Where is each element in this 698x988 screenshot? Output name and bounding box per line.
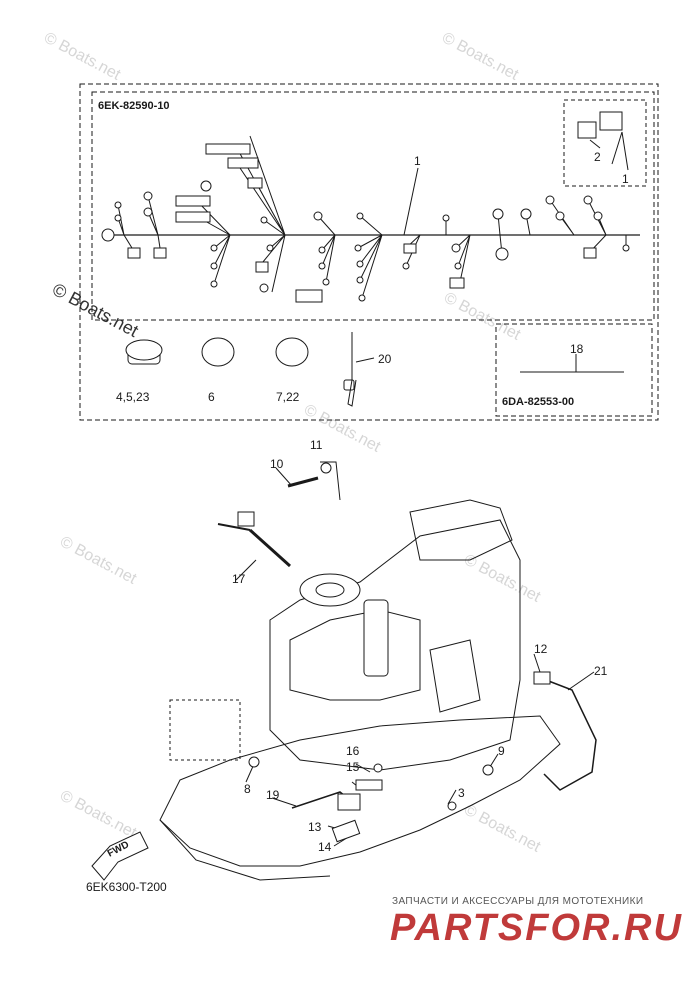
fwd-arrow-icon [91,831,149,881]
callout-17: 17 [232,572,246,586]
callout-16: 16 [346,744,360,758]
callout-6: 6 [208,390,215,404]
diagram-code: 6EK6300-T200 [86,880,167,894]
callout-2: 2 [594,150,601,164]
callout-4-5-23: 4,5,23 [116,390,150,404]
callout-12: 12 [534,642,548,656]
callout-11: 11 [310,438,323,452]
callout-1: 1 [414,154,421,168]
callout-13: 13 [308,820,322,834]
lead-box [495,323,653,417]
ad-tagline: ЗАПЧАСТИ И АКСЕССУАРЫ ДЛЯ МОТОТЕХНИКИ [392,896,644,907]
callout-19: 19 [266,788,280,802]
callout-1b: 1 [622,172,629,186]
callout-7-22: 7,22 [276,390,300,404]
callout-15: 15 [346,760,360,774]
lead-part-number: 6DA-82553-00 [502,396,575,408]
callout-9: 9 [498,744,505,758]
harness-box [91,91,655,321]
callout-21: 21 [594,664,608,678]
callout-20: 20 [378,352,392,366]
harness-part-number: 6EK-82590-10 [98,100,170,112]
outer-dashed-frame [79,83,659,421]
callout-3: 3 [458,786,465,800]
callout-18: 18 [570,342,584,356]
callout-8: 8 [244,782,251,796]
callout-14: 14 [318,840,332,854]
ad-logo: PARTSFOR.RU [390,907,683,949]
callout-10: 10 [270,457,284,471]
